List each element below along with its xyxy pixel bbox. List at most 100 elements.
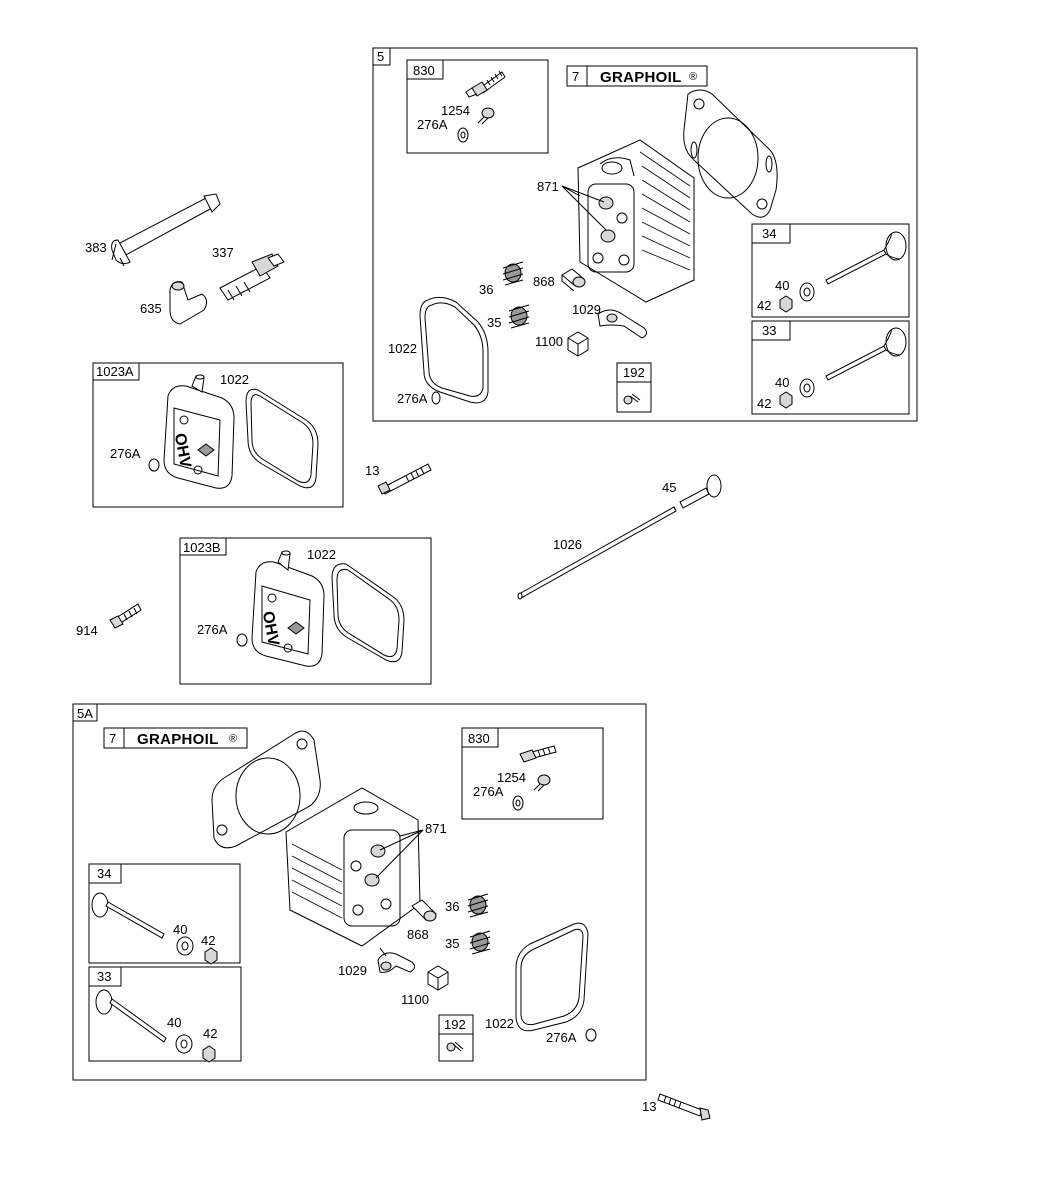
kit-1023a-frame bbox=[92, 362, 344, 508]
keeper-42-icon-lower bbox=[204, 947, 218, 965]
group-5-label-box bbox=[372, 47, 391, 66]
valve-spring-35-icon-lower bbox=[469, 930, 491, 955]
part-40-label-lower: 40 bbox=[173, 922, 187, 937]
graphoil-name-lower: GRAPHOIL bbox=[137, 731, 219, 748]
screw-1254-icon bbox=[477, 107, 495, 125]
part-871-label: 871 bbox=[537, 179, 559, 194]
intake-valve-icon bbox=[825, 327, 907, 381]
valve-cover-icon-b: OHV bbox=[251, 550, 325, 667]
part-276a-label: 276A bbox=[417, 117, 448, 132]
kit-34-label-lower: 34 bbox=[97, 866, 111, 881]
graphoil-frame bbox=[566, 65, 708, 87]
graphoil-label-lower: 7 GRAPHOIL ® bbox=[103, 727, 248, 749]
graphoil-frame-lower bbox=[103, 727, 248, 749]
part-1022-label-b: 1022 bbox=[307, 547, 336, 562]
washer-276a-icon bbox=[457, 127, 469, 143]
kit-34-frame bbox=[751, 223, 910, 318]
loose-upper-parts: 383 337 635 bbox=[85, 193, 285, 325]
graphoil-number: 7 bbox=[572, 69, 579, 84]
valve-cover-icon: OHV bbox=[163, 374, 235, 489]
kit-830-label: 830 bbox=[413, 63, 435, 78]
part-871-label-lower: 871 bbox=[425, 821, 447, 836]
group-5: 5 830 1254 276A 7 bbox=[372, 47, 918, 422]
kit-33-label: 33 bbox=[762, 323, 776, 338]
part-1029-label-lower: 1029 bbox=[338, 963, 367, 978]
retainer-40-icon bbox=[799, 282, 815, 302]
part-1022-label: 1022 bbox=[388, 341, 417, 356]
part-635-label: 635 bbox=[140, 301, 162, 316]
breather-stud-icon bbox=[465, 70, 506, 98]
cover-gasket-1022-icon-2 bbox=[245, 388, 319, 489]
kit-33-label-lower: 33 bbox=[97, 969, 111, 984]
part-40-label-lower-2: 40 bbox=[167, 1015, 181, 1030]
cover-gasket-1022-icon-lower bbox=[515, 922, 589, 1032]
screw-192-icon bbox=[623, 395, 633, 405]
washer-276a-icon-2 bbox=[431, 391, 441, 405]
kit-830-label-box bbox=[406, 59, 444, 80]
head-gasket-icon-lower bbox=[211, 730, 321, 849]
kit-1023b-frame bbox=[179, 537, 432, 685]
part-45-label: 45 bbox=[662, 480, 676, 495]
part-276a-label-lower: 276A bbox=[473, 784, 504, 799]
part-868-label: 868 bbox=[533, 274, 555, 289]
keeper-42-icon-lower-2 bbox=[202, 1045, 216, 1063]
kit-1023b: 1023B OHV 1022 276A bbox=[179, 537, 432, 685]
part-1254-label: 1254 bbox=[441, 103, 470, 118]
cylinder-head-icon bbox=[577, 139, 695, 303]
part-871-leader bbox=[561, 185, 607, 231]
head-gasket-icon bbox=[683, 89, 778, 218]
part-40-label-2: 40 bbox=[775, 375, 789, 390]
part-276a-label-2: 276A bbox=[397, 391, 428, 406]
washer-276a-icon-lower-2 bbox=[585, 1028, 597, 1042]
retainer-40-icon-lower-2 bbox=[175, 1034, 193, 1054]
bolt-13-upper: 13 bbox=[365, 463, 432, 495]
graphoil-mark-lower: ® bbox=[229, 733, 237, 745]
kit-830-label-lower: 830 bbox=[468, 731, 490, 746]
part-40-label: 40 bbox=[775, 278, 789, 293]
group-5a-label: 5A bbox=[77, 706, 93, 721]
cover-gasket-1022-icon bbox=[419, 296, 489, 404]
valve-guide-868-icon bbox=[561, 268, 586, 292]
ohv-emblem-text-b: OHV bbox=[259, 610, 282, 647]
spark-plug-boot-635-icon bbox=[169, 281, 208, 325]
part-276a-label-b: 276A bbox=[197, 622, 228, 637]
valve-spring-35-icon bbox=[508, 304, 530, 329]
rocker-arm-1029-icon bbox=[597, 309, 648, 339]
part-1100-label-lower: 1100 bbox=[401, 992, 429, 1007]
keeper-42-icon-2 bbox=[779, 391, 793, 409]
kit-34-upper: 34 40 42 bbox=[751, 223, 910, 318]
spark-plug-wrench-383-icon bbox=[111, 193, 221, 267]
kit-1023a-label: 1023A bbox=[96, 364, 134, 379]
keeper-42-icon bbox=[779, 295, 793, 313]
kit-830-frame-lower bbox=[461, 727, 604, 820]
part-337-label: 337 bbox=[212, 245, 234, 260]
washer-276a-icon-b bbox=[236, 633, 248, 647]
spark-plug-337-icon bbox=[219, 253, 285, 301]
part-1254-label-lower: 1254 bbox=[497, 770, 526, 785]
part-1100-label: 1100 bbox=[535, 334, 563, 349]
part-383-label: 383 bbox=[85, 240, 107, 255]
part-1026-label: 1026 bbox=[553, 537, 582, 552]
intake-valve-icon-lower bbox=[95, 989, 167, 1043]
group-5-label: 5 bbox=[377, 49, 384, 64]
part-13-label-upper: 13 bbox=[365, 463, 379, 478]
screw-914: 914 bbox=[76, 603, 142, 638]
graphoil-name: GRAPHOIL bbox=[600, 69, 682, 86]
valve-guide-868-icon-lower bbox=[411, 899, 437, 922]
exhaust-valve-icon-lower bbox=[91, 892, 165, 939]
rocker-arm-1029-icon-lower bbox=[377, 947, 416, 973]
retainer-40-icon-lower bbox=[176, 936, 194, 956]
valve-45-icon bbox=[679, 487, 710, 509]
part-1022-label-a: 1022 bbox=[220, 372, 249, 387]
kit-33-frame bbox=[751, 320, 910, 415]
kit-830-upper: 830 1254 276A bbox=[406, 59, 549, 154]
pushrod-assembly: 45 1026 bbox=[517, 474, 722, 600]
part-914-label: 914 bbox=[76, 623, 98, 638]
washer-276a-icon-lower bbox=[512, 795, 524, 811]
part-1022-label-lower: 1022 bbox=[485, 1016, 514, 1031]
rocker-stud-1100-icon-lower bbox=[427, 965, 449, 991]
cylinder-head-icon-lower bbox=[285, 787, 421, 947]
part-42-label-lower: 42 bbox=[201, 933, 215, 948]
breather-stud-icon-lower bbox=[519, 745, 557, 763]
kit-1023b-label: 1023B bbox=[183, 540, 221, 555]
